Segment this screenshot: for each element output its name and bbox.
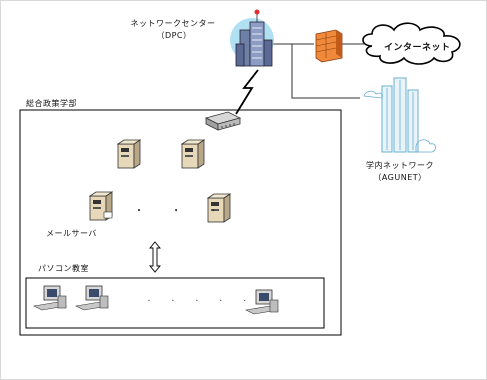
internet-cloud (362, 22, 461, 65)
network-center-sublabel: （DPC） (156, 31, 192, 40)
pc-icon-2 (75, 285, 109, 311)
wan-link-bolt (235, 69, 259, 115)
campus-network-label: 学内ネットワーク (366, 161, 434, 170)
pc-icon-3 (245, 289, 279, 315)
faculty-label: 総合政策学部 (26, 99, 77, 108)
campus-network-sublabel: （AGUNET） (373, 173, 427, 182)
router-icon (204, 111, 242, 131)
pc-icon-1 (33, 285, 67, 311)
pc-room-label: パソコン教室 (38, 264, 89, 273)
mail-server-icon (88, 191, 114, 221)
pc-room-box (25, 277, 325, 329)
pc-ellipsis: ・ ・ ・ ・ ・ ・ (146, 298, 280, 305)
server-icon-1 (116, 139, 142, 169)
firewall-icon (315, 29, 343, 63)
mail-server-label: メールサーバ (46, 229, 97, 238)
campus-buildings-icon (363, 77, 436, 153)
link-center-campus (291, 44, 360, 99)
server-icon-3 (206, 193, 232, 223)
building-icon (230, 9, 274, 67)
internet-label: インターネット (384, 43, 451, 53)
faculty-box (19, 109, 342, 336)
network-center-label: ネットワークセンター (130, 19, 216, 28)
double-arrow-icon (149, 241, 161, 273)
server-ellipsis: ・ ・ ・ (134, 206, 231, 217)
server-icon-2 (180, 139, 206, 169)
